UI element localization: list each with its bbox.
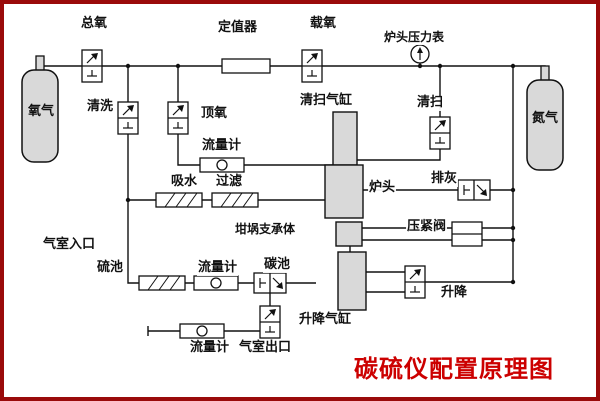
- sweep-valve-icon: [429, 116, 451, 150]
- sulfur-cell-icon: [138, 275, 186, 291]
- sweep-cylinder-block: [332, 111, 358, 166]
- oxygen-cylinder-label: 氧气: [28, 104, 55, 119]
- label-chamber-inlet: 气室入口: [42, 237, 97, 253]
- purge-valve-icon: [117, 101, 139, 135]
- lift-cylinder-block: [337, 251, 367, 311]
- furnace-head-block: [324, 164, 364, 219]
- label-furnace-head: 炉头: [368, 180, 397, 196]
- chamber-outlet-valve-icon: [259, 305, 281, 339]
- flow-meter-top-icon: [199, 157, 245, 173]
- ash-valve-icon: [457, 179, 491, 201]
- compression-valve-block: [451, 221, 483, 247]
- label-chamber-outlet: 气室出口: [238, 340, 293, 356]
- filter-icon: [211, 192, 259, 208]
- flow-meter-bottom-icon: [179, 323, 225, 339]
- label-filter: 过滤: [215, 174, 244, 190]
- label-compression-valve: 压紧阀: [406, 219, 448, 235]
- oxygen-cylinder: [21, 55, 59, 163]
- carrier-oxygen-valve-icon: [301, 49, 323, 83]
- label-ash-discharge: 排灰: [430, 171, 459, 187]
- regulator-box: [221, 58, 271, 74]
- label-regulator: 定值器: [217, 20, 259, 36]
- label-lift: 升降: [440, 285, 469, 301]
- carbon-cell-icon: [253, 272, 287, 294]
- label-purge: 清洗: [86, 99, 115, 115]
- label-carbon-cell: 碳池: [263, 257, 292, 273]
- label-total-oxygen: 总氧: [80, 16, 109, 32]
- crucible-support-block: [335, 221, 363, 247]
- nitrogen-cylinder-label: 氮气: [532, 111, 559, 126]
- junction-dots: [125, 63, 516, 285]
- label-sweep: 清扫: [416, 95, 445, 111]
- furnace-pressure-gauge-icon: [410, 44, 430, 64]
- label-crucible-support: 坩埚支承体: [234, 222, 297, 237]
- label-water-absorber: 吸水: [170, 174, 199, 190]
- label-top-oxygen: 顶氧: [200, 106, 229, 122]
- water-absorber-icon: [155, 192, 203, 208]
- label-sulfur-cell: 硫池: [96, 260, 125, 276]
- label-flow-meter-top: 流量计: [201, 138, 243, 154]
- total-oxygen-valve-icon: [81, 49, 103, 83]
- label-furnace-pressure-gauge: 炉头压力表: [383, 30, 446, 45]
- label-flow-meter-mid: 流量计: [197, 260, 239, 276]
- label-flow-meter-bottom: 流量计: [189, 340, 231, 356]
- label-carrier-oxygen: 载氧: [309, 16, 338, 32]
- diagram-title: 碳硫仪配置原理图: [354, 355, 554, 383]
- lift-valve-icon: [404, 265, 426, 299]
- nitrogen-cylinder: [526, 65, 564, 171]
- label-sweep-cylinder: 清扫气缸: [299, 93, 354, 109]
- top-oxygen-valve-icon: [167, 101, 189, 135]
- flow-meter-mid-icon: [193, 275, 239, 291]
- label-lift-cylinder: 升降气缸: [298, 312, 353, 328]
